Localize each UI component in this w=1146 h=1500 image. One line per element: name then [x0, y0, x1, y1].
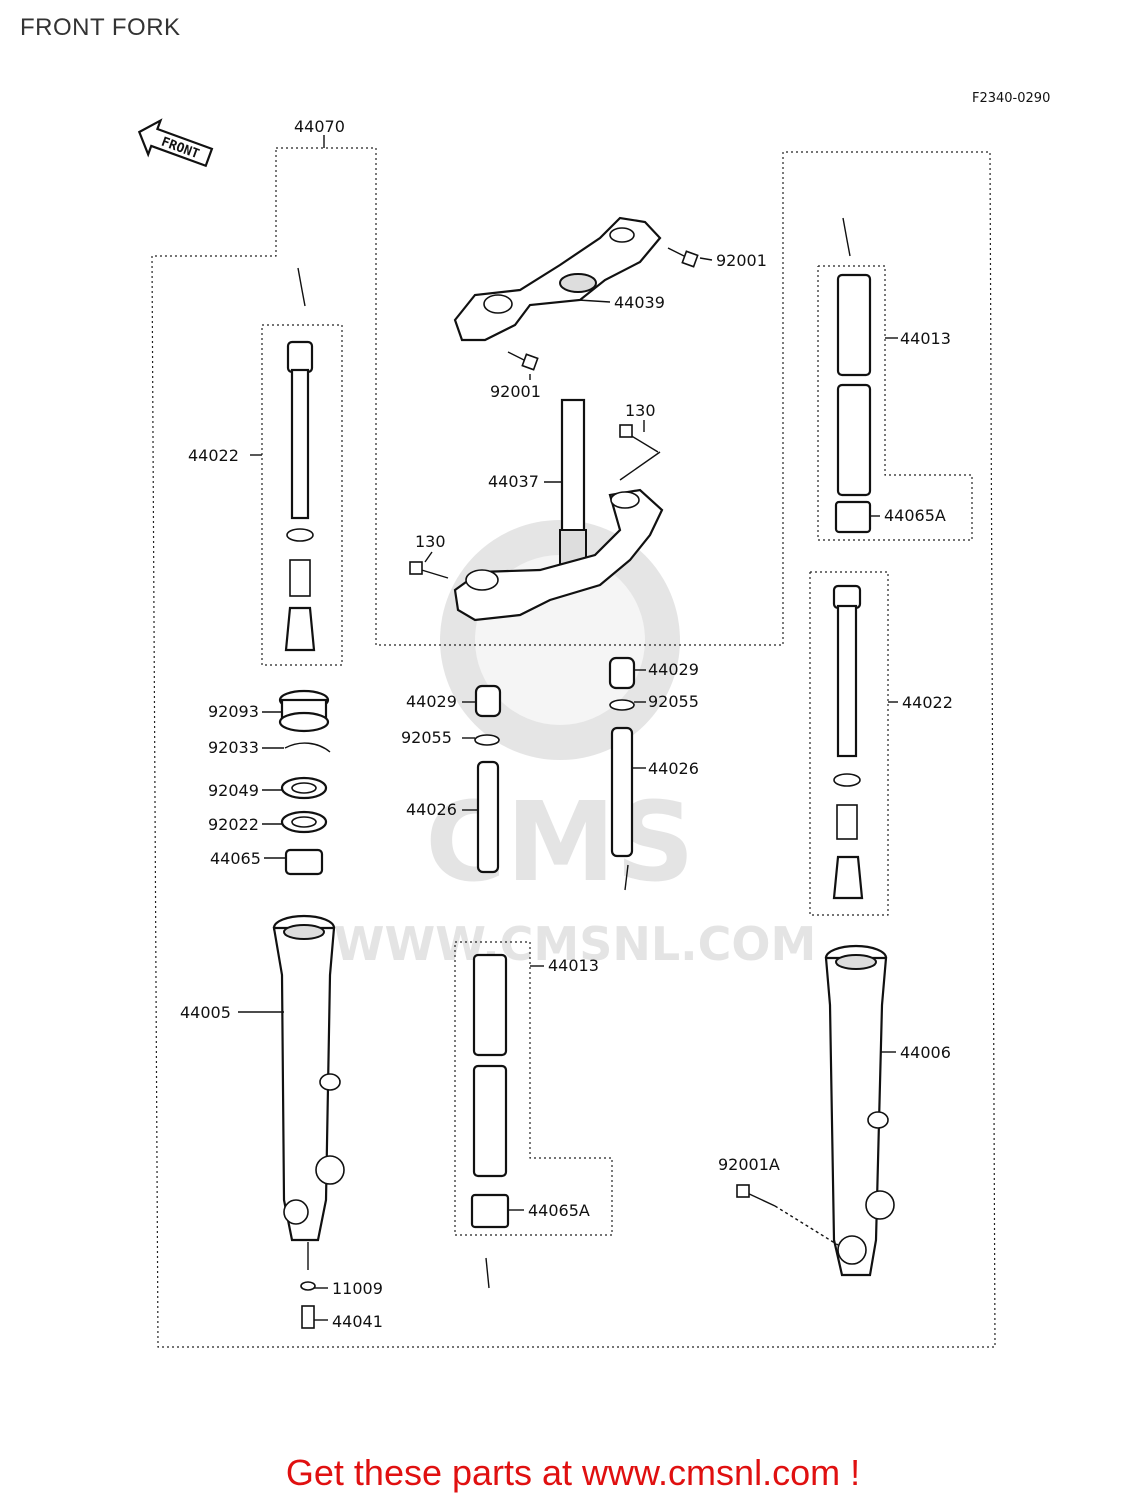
tick-center [624, 864, 629, 891]
callout-92001A: 92001A [718, 1155, 780, 1174]
callout-44039: 44039 [614, 293, 665, 312]
callout-44022-left: 44022 [188, 446, 239, 465]
callout-92093: 92093 [208, 702, 259, 721]
callout-44026-left: 44026 [406, 800, 457, 819]
steering-stem [453, 398, 664, 622]
callout-130-right: 130 [625, 401, 656, 420]
fork-cap-left [474, 684, 502, 746]
callout-44029-right: 44029 [648, 660, 699, 679]
watermark-brand: CMS [425, 778, 694, 906]
callout-44026-right: 44026 [648, 759, 699, 778]
page-title: FRONT FORK [20, 14, 181, 41]
tick-left [297, 267, 306, 307]
spring-left [476, 760, 500, 874]
right-mid-pipe-frame [809, 571, 889, 916]
watermark-url: WWW.CMSNL.COM [334, 917, 817, 971]
callout-44041: 44041 [332, 1312, 383, 1331]
callout-44005: 44005 [180, 1003, 231, 1022]
callout-92001-lower: 92001 [490, 382, 541, 401]
spring-right [610, 726, 634, 858]
inner-pipe-center-lower [470, 953, 510, 1229]
main-assembly-frame [151, 147, 996, 1348]
left-pipe-frame [261, 324, 343, 666]
bolt-92001-lower [507, 351, 539, 371]
axle-bolt [736, 1184, 839, 1246]
callout-44065A-center: 44065A [528, 1201, 590, 1220]
inner-pipe-left [284, 340, 316, 652]
shop-cta-link[interactable]: Get these parts at www.cmsnl.com ! [285, 1452, 861, 1493]
inner-pipe-right-top [834, 273, 872, 534]
callout-44013-right: 44013 [900, 329, 951, 348]
seal-stack [278, 689, 331, 876]
tick-center-lower [485, 1257, 490, 1289]
outer-tube-left [272, 914, 345, 1242]
center-lower-pipe-frame [454, 941, 613, 1236]
callout-11009: 11009 [332, 1279, 383, 1298]
upper-bracket [453, 216, 662, 342]
callout-130-left: 130 [415, 532, 446, 551]
leader-lines [238, 135, 898, 1321]
callout-92055-left: 92055 [401, 728, 452, 747]
front-direction-arrow: FRONT [137, 118, 214, 168]
inner-pipe-right-mid [832, 584, 864, 900]
bolt-92001-upper [667, 247, 699, 268]
callout-92049: 92049 [208, 781, 259, 800]
fork-cap-right [608, 656, 636, 711]
callout-44006: 44006 [900, 1043, 951, 1062]
callout-44029-left: 44029 [406, 692, 457, 711]
callout-44070: 44070 [294, 117, 345, 136]
outer-tube-right [824, 944, 895, 1277]
right-top-pipe-frame [817, 265, 973, 541]
callout-44013-center: 44013 [548, 956, 599, 975]
callout-92055-right: 92055 [648, 692, 699, 711]
callout-44065: 44065 [210, 849, 261, 868]
callout-44065A-right: 44065A [884, 506, 946, 525]
callout-44022-right: 44022 [902, 693, 953, 712]
drain-hardware [300, 1242, 316, 1329]
callout-92022: 92022 [208, 815, 259, 834]
bolt-130-left [409, 561, 449, 579]
bolt-130-right [619, 424, 659, 453]
exploded-parts-diagram: CMS WWW.CMSNL.COM F2340-0290 FRONT [137, 91, 1050, 1348]
diagram-code: F2340-0290 [972, 91, 1050, 106]
tick-right [842, 217, 851, 257]
callout-44037: 44037 [488, 472, 539, 491]
callout-92033: 92033 [208, 738, 259, 757]
callout-92001-upper: 92001 [716, 251, 767, 270]
